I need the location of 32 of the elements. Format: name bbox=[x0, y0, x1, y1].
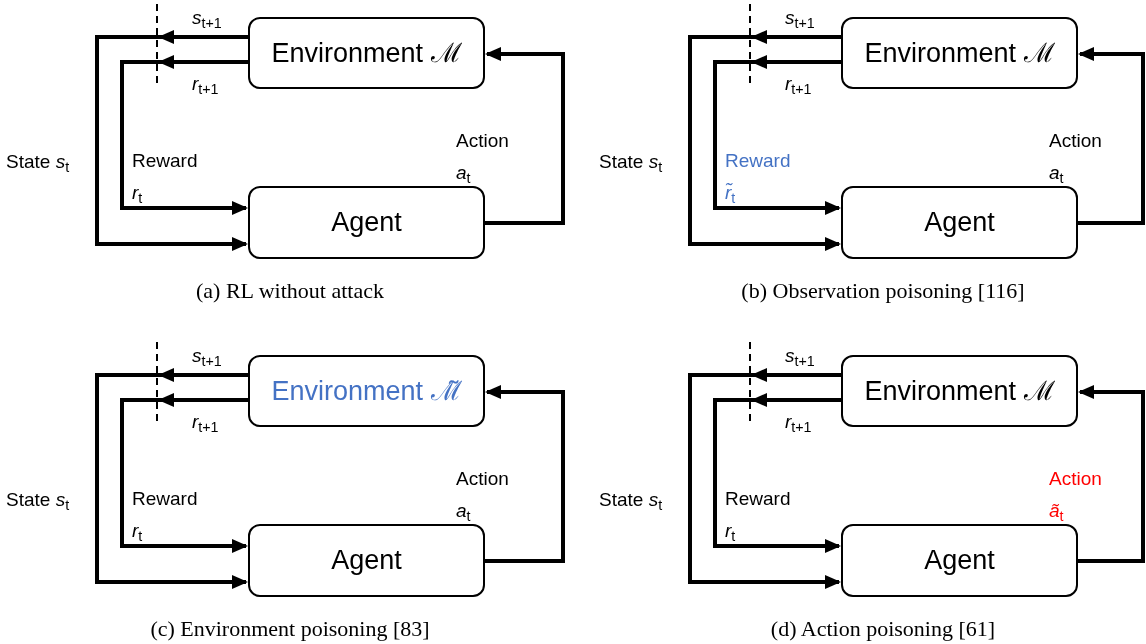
signal-label: r$_{t+1}$ bbox=[192, 72, 219, 99]
agent-box: Agent bbox=[248, 524, 485, 597]
edge-label: State s$_{t}$ bbox=[599, 150, 664, 177]
caption: (b) Observation poisoning [116] bbox=[740, 277, 1026, 305]
caption: (a) RL without attack bbox=[195, 277, 385, 305]
signal-label: r$_{t+1}$ bbox=[785, 410, 812, 437]
edge-label: Action a$_{t}$ bbox=[456, 467, 510, 526]
edge-label: Action a$_{t}$ bbox=[456, 129, 510, 188]
signal-label: r$_{t+1}$ bbox=[192, 410, 219, 437]
edge-label: Action ã$_{t}$ bbox=[1049, 467, 1103, 526]
environment-box: Environment ℳ bbox=[841, 17, 1078, 89]
signal-label: s$_{t+1}$ bbox=[192, 344, 222, 371]
environment-box: Environment ℳ bbox=[248, 17, 485, 89]
signal-label: r$_{t+1}$ bbox=[785, 72, 812, 99]
edge-label: State s$_{t}$ bbox=[6, 488, 71, 515]
edge-label: Reward r$_{t}$ bbox=[132, 487, 198, 546]
signal-label: s$_{t+1}$ bbox=[785, 344, 815, 371]
caption: (d) Action poisoning [61] bbox=[769, 615, 997, 643]
environment-box: Environment ℳ̃ bbox=[248, 355, 485, 427]
signal-label: s$_{t+1}$ bbox=[192, 6, 222, 33]
edge-label: State s$_{t}$ bbox=[6, 150, 71, 177]
agent-box: Agent bbox=[841, 524, 1078, 597]
signal-label: s$_{t+1}$ bbox=[785, 6, 815, 33]
edge-label: State s$_{t}$ bbox=[599, 488, 664, 515]
edge-label: Reward r̃$_{t}$ bbox=[725, 149, 791, 208]
agent-box: Agent bbox=[841, 186, 1078, 259]
caption: (c) Environment poisoning [83] bbox=[149, 615, 431, 643]
edge-label: Action a$_{t}$ bbox=[1049, 129, 1103, 188]
environment-box: Environment ℳ bbox=[841, 355, 1078, 427]
edge-label: Reward r$_{t}$ bbox=[725, 487, 791, 546]
edge-label: Reward r$_{t}$ bbox=[132, 149, 198, 208]
agent-box: Agent bbox=[248, 186, 485, 259]
